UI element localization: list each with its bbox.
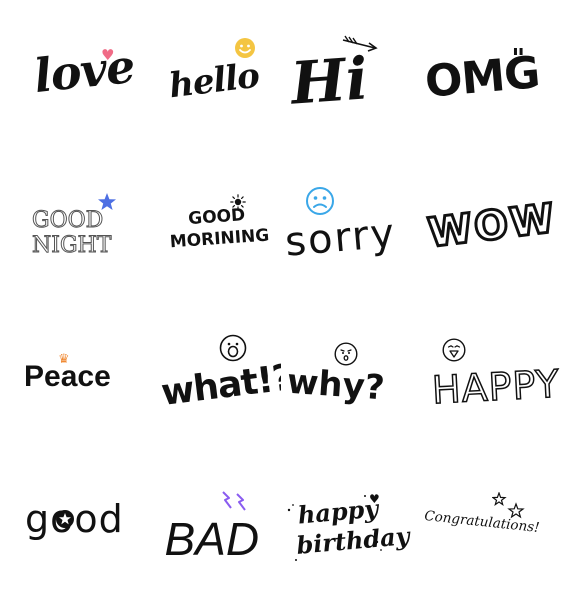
quote-mark-icon: " (511, 44, 526, 74)
sticker-good-night[interactable]: GOOD NIGHT (0, 150, 141, 300)
surprised-face-icon (219, 334, 246, 362)
sticker-text: WOW (424, 194, 560, 258)
star-icon (98, 193, 116, 210)
sticker-text: GOOD NIGHT (31, 208, 112, 259)
sticker-what[interactable]: what!? (141, 300, 281, 450)
sticker-text: Peace (24, 360, 111, 393)
sticker-text: hello (166, 55, 261, 107)
sticker-good[interactable]: good (0, 450, 141, 600)
sun-icon (229, 194, 246, 210)
smiley-icon (234, 38, 255, 58)
sticker-omg[interactable]: OMG " (422, 0, 562, 150)
heart-icon: ♥ (101, 46, 115, 64)
star-icon (56, 510, 74, 528)
sticker-text: Hi (288, 44, 371, 118)
arrow-icon (342, 35, 378, 52)
sad-face-icon (306, 187, 334, 215)
sparkle-dots-icon (287, 495, 382, 561)
sticker-happy[interactable]: HAPPY (422, 300, 562, 450)
sticker-text: why? (285, 361, 386, 409)
sticker-text: HAPPY (430, 361, 561, 413)
sticker-good-morning[interactable]: GOOD MORINING (141, 150, 282, 300)
sticker-text: sorry (283, 210, 398, 266)
sticker-hi[interactable]: Hi (281, 0, 422, 150)
sticker-text: what!? (158, 357, 281, 414)
sticker-love[interactable]: love ♥ (0, 0, 141, 150)
confused-face-icon (334, 342, 358, 366)
heart-icon: ♥ (369, 492, 380, 506)
stars-icon (491, 492, 525, 519)
sticker-sorry[interactable]: sorry (281, 150, 422, 300)
sticker-wow[interactable]: WOW (422, 150, 562, 300)
lightning-icon (221, 491, 246, 511)
sticker-text: GOOD MORINING (167, 203, 270, 254)
sticker-congratulations[interactable]: Congratulations! (422, 450, 562, 600)
sticker-why[interactable]: why? (281, 300, 422, 450)
crown-icon: ♛ (58, 352, 70, 367)
laughing-face-icon (441, 338, 466, 362)
sticker-hello[interactable]: hello (141, 0, 282, 150)
sticker-bad[interactable]: BAD (141, 450, 282, 600)
sticker-text-line2: MORINING (168, 225, 270, 253)
sticker-text: love (31, 38, 137, 104)
sticker-happy-birthday[interactable]: happy birthday ♥ (281, 450, 422, 600)
sticker-text: good (25, 497, 124, 541)
sticker-text-line1: GOOD (31, 208, 104, 234)
sticker-text: BAD (164, 513, 260, 565)
sticker-text-line2: NIGHT (31, 233, 112, 259)
sticker-peace[interactable]: Peace ♛ (0, 300, 141, 450)
